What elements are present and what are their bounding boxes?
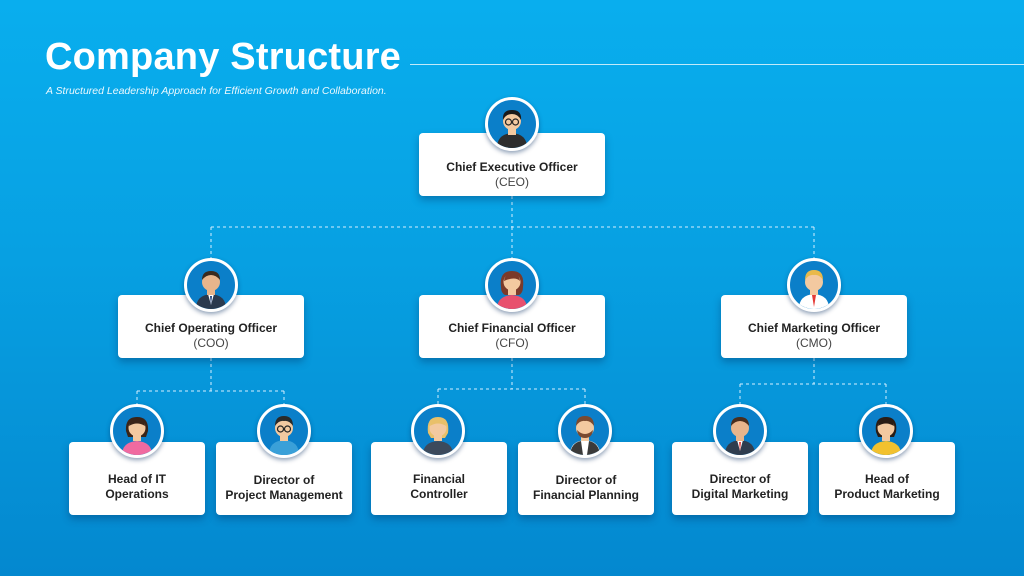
fin-controller-line1: Financial	[412, 472, 465, 486]
dm-director-card: Director of Digital Marketing	[672, 442, 808, 515]
fp-director-card: Director of Financial Planning	[518, 442, 654, 515]
pm-head-line2: Product Marketing	[834, 487, 940, 501]
blonde-woman-avatar-icon	[411, 404, 465, 458]
pm-director-line2: Project Management	[225, 488, 343, 502]
dm-director-line2: Digital Marketing	[691, 487, 789, 501]
cfo-title: Chief Financial Officer	[448, 321, 576, 335]
fin-controller-line2: Controller	[410, 487, 468, 501]
blonde-man-avatar-icon	[787, 258, 841, 312]
it-head-line1: Head of IT	[107, 472, 166, 486]
cfo-abbr: (CFO)	[495, 336, 529, 350]
coo-connector	[136, 358, 285, 404]
cmo-connector	[739, 358, 887, 404]
it-head-line2: Operations	[105, 487, 169, 501]
cmo-title: Chief Marketing Officer	[747, 321, 881, 335]
cfo-connector	[437, 358, 586, 404]
man-beard-avatar-icon	[558, 404, 612, 458]
businessman-avatar-icon	[184, 258, 238, 312]
man-glasses-avatar-icon	[257, 404, 311, 458]
ceo-abbr: (CEO)	[495, 175, 529, 189]
coo-title: Chief Operating Officer	[144, 321, 278, 335]
pm-head-line1: Head of	[864, 472, 909, 486]
man-tie-avatar-icon	[713, 404, 767, 458]
fp-director-line2: Financial Planning	[532, 488, 639, 502]
cmo-abbr: (CMO)	[796, 336, 832, 350]
woman-pink-avatar-icon	[110, 404, 164, 458]
man-glasses-avatar-icon	[485, 97, 539, 151]
ceo-title: Chief Executive Officer	[446, 160, 578, 174]
coo-abbr: (COO)	[193, 336, 229, 350]
ceo-connector	[210, 196, 815, 258]
slide-subtitle: A Structured Leadership Approach for Eff…	[46, 85, 387, 97]
slide-title: Company Structure	[45, 36, 402, 78]
woman-avatar-icon	[485, 258, 539, 312]
woman-yellow-avatar-icon	[859, 404, 913, 458]
dm-director-line1: Director of	[709, 472, 771, 486]
fp-director-line1: Director of	[555, 473, 617, 487]
pm-director-line1: Director of	[253, 473, 315, 487]
title-divider	[410, 64, 1024, 65]
